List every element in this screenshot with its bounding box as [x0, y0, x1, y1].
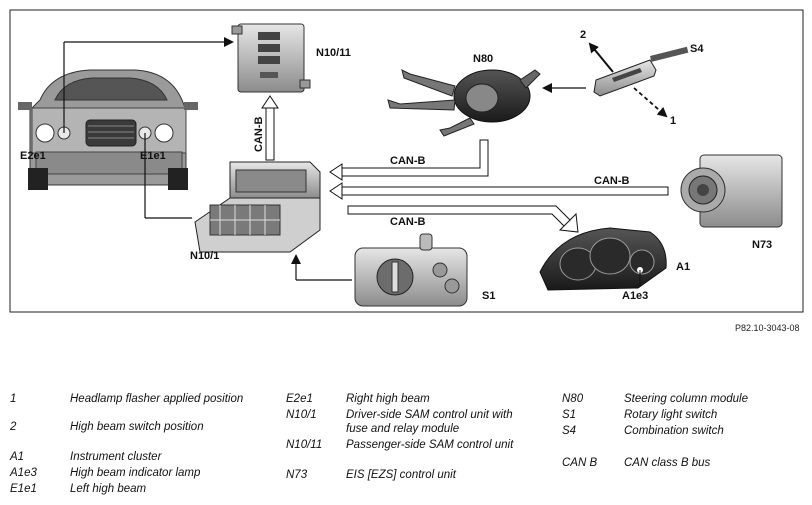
- canb-n73-arrowhead: [329, 182, 343, 200]
- legend-key: A1e3: [10, 467, 37, 479]
- label-n73: N73: [752, 239, 772, 251]
- legend-key: N10/11: [286, 439, 323, 451]
- right-high-beam-lamp: [35, 123, 55, 143]
- label-e2e1: E2e1: [20, 150, 46, 162]
- label-s1: S1: [482, 290, 495, 302]
- eis-control-unit: [680, 154, 783, 228]
- label-canb-top: CAN-B: [390, 155, 425, 167]
- label-a1e3: A1e3: [622, 290, 648, 302]
- legend-row: E2e1 Right high beam: [286, 392, 552, 408]
- legend-value: Rotary light switch: [624, 409, 718, 421]
- label-s4: S4: [690, 43, 704, 55]
- legend-key: S1: [562, 409, 577, 421]
- steering-column-module: [387, 69, 541, 137]
- driver-sam-module: [194, 161, 321, 253]
- canb-n80-arrowhead: [329, 163, 343, 181]
- legend-value: Headlamp flasher applied position: [70, 393, 244, 405]
- legend-value: CAN class B bus: [624, 457, 711, 469]
- legend-row: N80 Steering column module: [562, 392, 802, 408]
- legend-key: N10/1: [286, 409, 317, 421]
- rotary-light-switch: [354, 233, 468, 307]
- legend-key: N80: [562, 393, 584, 405]
- arrow-position-2: [588, 42, 614, 73]
- legend-value: Steering column module: [624, 393, 749, 405]
- legend-row: A1e3 High beam indicator lamp: [10, 466, 270, 482]
- legend-key: E1e1: [10, 483, 37, 495]
- label-position-2: 2: [580, 29, 586, 41]
- instrument-cluster: [539, 227, 667, 291]
- legend-column-1: 1 Headlamp flasher applied position 2 Hi…: [10, 392, 270, 498]
- legend-column-3: N80 Steering column module S1 Rotary lig…: [562, 392, 802, 472]
- legend-key: CAN B: [562, 457, 598, 469]
- legend-value: High beam switch position: [70, 421, 204, 433]
- combination-switch: [593, 46, 689, 97]
- canb-a1-arrowhead: [558, 212, 579, 233]
- label-canb-mid: CAN-B: [594, 175, 629, 187]
- car-front-view: [18, 69, 198, 190]
- label-canb-bottom: CAN-B: [390, 216, 425, 228]
- legend-key: 2: [10, 421, 17, 433]
- legend-row: 2 High beam switch position: [10, 420, 270, 434]
- label-position-1: 1: [670, 115, 676, 127]
- legend-row: E1e1 Left high beam: [10, 482, 270, 498]
- legend-value: Right high beam: [346, 393, 430, 405]
- legend-value: Combination switch: [624, 425, 724, 437]
- label-n10-1: N10/1: [190, 250, 219, 262]
- legend-column-2: E2e1 Right high beam N10/1 Driver-side S…: [286, 392, 552, 484]
- legend-row: CAN B CAN class B bus: [562, 456, 802, 472]
- label-n80: N80: [473, 53, 493, 65]
- figure-reference: P82.10-3043-08: [735, 323, 800, 333]
- legend-key: S4: [562, 425, 577, 437]
- passenger-sam-module: [231, 23, 311, 93]
- legend-row: N10/1 Driver-side SAM control unit with …: [286, 408, 552, 438]
- legend-value: Passenger-side SAM control unit: [346, 439, 514, 451]
- legend-row: N73 EIS [EZS] control unit: [286, 468, 552, 484]
- legend-key: 1: [10, 393, 17, 405]
- legend-value: High beam indicator lamp: [70, 467, 201, 479]
- canb-vertical-bus: [265, 107, 275, 161]
- label-a1: A1: [676, 261, 690, 273]
- legend-key: N73: [286, 469, 308, 481]
- legend-row: N10/11 Passenger-side SAM control unit: [286, 438, 552, 468]
- label-e1e1: E1e1: [140, 150, 166, 162]
- canb-vertical-arrowhead: [261, 95, 279, 109]
- legend-value: Instrument cluster: [70, 451, 162, 463]
- label-canb-vertical: CAN-B: [253, 117, 265, 152]
- legend-row: S4 Combination switch: [562, 424, 802, 440]
- legend-row: S1 Rotary light switch: [562, 408, 802, 424]
- legend-key: A1: [10, 451, 25, 463]
- legend-row: A1 Instrument cluster: [10, 450, 270, 466]
- system-diagram: N10/11 N80 S4 2 1 E2e1 E1e1 CAN-B CAN-B …: [9, 9, 804, 313]
- legend-row: 1 Headlamp flasher applied position: [10, 392, 270, 420]
- legend-key: E2e1: [286, 393, 313, 405]
- legend-value: Driver-side SAM control unit with fuse a…: [346, 409, 513, 435]
- canb-n73-bus: [341, 186, 669, 196]
- legend-value: Left high beam: [70, 483, 147, 495]
- legend-value: EIS [EZS] control unit: [346, 469, 456, 481]
- label-n10-11: N10/11: [316, 47, 351, 59]
- arrow-position-1: [633, 87, 668, 118]
- left-high-beam-lamp: [154, 123, 174, 143]
